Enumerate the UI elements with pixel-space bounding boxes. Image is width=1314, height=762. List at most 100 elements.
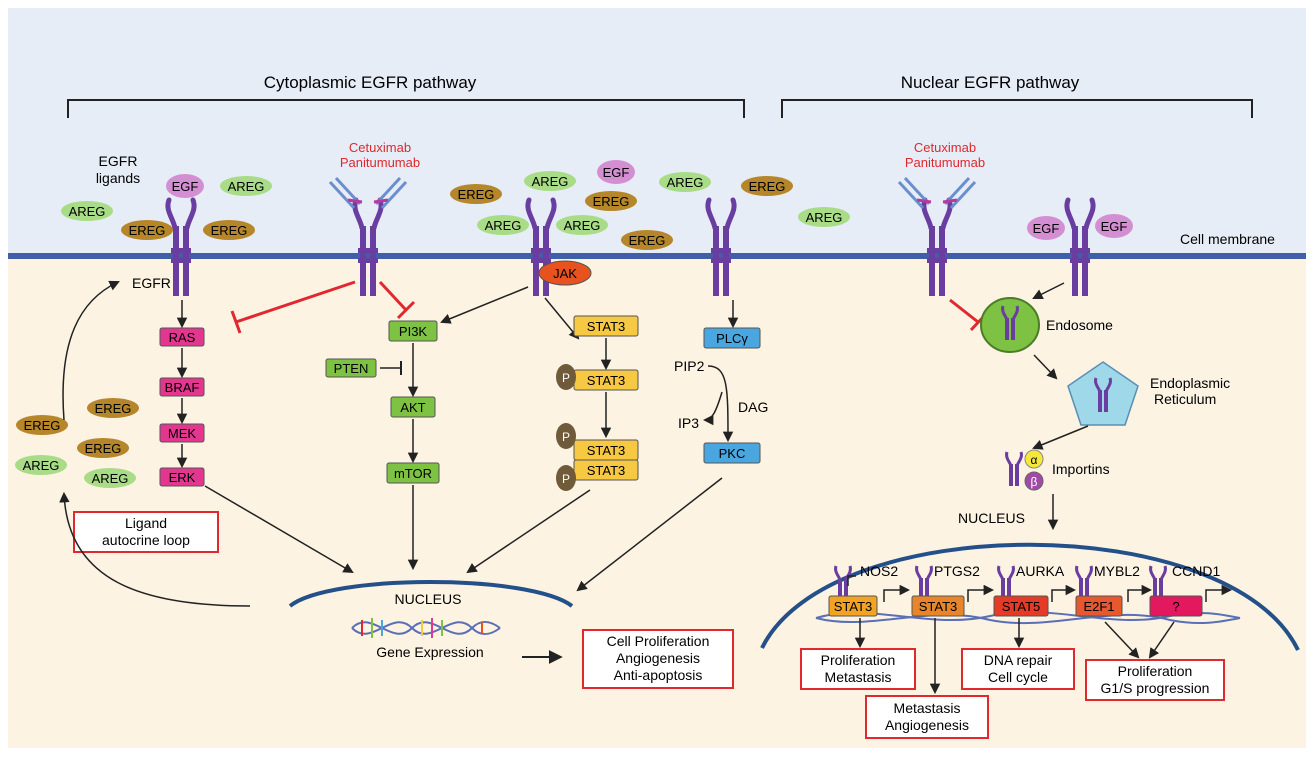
loop-arrow	[59, 491, 251, 607]
ip3-label: IP3	[678, 415, 699, 431]
ligand-egf: EGF	[1027, 216, 1065, 240]
nucleus-membrane-right	[760, 542, 1300, 651]
node-stat3: STAT3	[828, 595, 878, 617]
gene-expression-label: Gene Expression	[376, 644, 483, 660]
inhibition-bar	[230, 310, 242, 334]
arrow	[1032, 425, 1089, 450]
er-label-2: Reticulum	[1154, 391, 1216, 407]
svg-text:β: β	[1031, 475, 1038, 489]
ligand-egf: EGF	[597, 160, 635, 184]
node-stat5: STAT5	[993, 595, 1049, 617]
svg-text:Angiogenesis: Angiogenesis	[885, 717, 969, 733]
svg-text:EREG: EREG	[24, 418, 61, 433]
node-mtor: mTOR	[386, 462, 440, 484]
outcome-ligand-loop: Ligand autocrine loop	[73, 511, 219, 553]
svg-text:BRAF: BRAF	[165, 380, 200, 395]
ligand-ereg: EREG	[121, 220, 173, 240]
ligand-ereg: EREG	[203, 220, 255, 240]
svg-text:mTOR: mTOR	[394, 466, 432, 481]
ligand-areg: AREG	[220, 176, 272, 196]
inhibition-line	[949, 298, 979, 324]
gene-arrow	[883, 584, 911, 602]
arrow	[1104, 621, 1140, 659]
svg-text:P: P	[562, 430, 570, 444]
svg-text:P: P	[562, 371, 570, 385]
svg-text:Proliferation: Proliferation	[821, 652, 896, 668]
ligand-areg: AREG	[659, 172, 711, 192]
arrow	[1032, 282, 1065, 299]
arrow	[440, 286, 529, 324]
node-e2f1: E2F1	[1075, 595, 1123, 617]
gene-mybl2: MYBL2	[1094, 563, 1140, 579]
svg-text:α: α	[1031, 453, 1038, 467]
arrow	[544, 297, 580, 340]
ligand-areg: AREG	[477, 215, 529, 235]
drug-label: Cetuximab	[914, 140, 976, 155]
svg-text:EREG: EREG	[85, 441, 122, 456]
gene-ccnd1: CCND1	[1172, 563, 1220, 579]
endosome-label: Endosome	[1046, 317, 1113, 333]
arrow	[1033, 354, 1058, 380]
svg-text:AKT: AKT	[400, 400, 425, 415]
gene-ptgs2: PTGS2	[934, 563, 980, 579]
svg-text:MEK: MEK	[168, 426, 197, 441]
svg-text:?: ?	[1172, 599, 1179, 614]
svg-text:EREG: EREG	[95, 401, 132, 416]
svg-text:AREG: AREG	[228, 179, 265, 194]
svg-text:PLCγ: PLCγ	[716, 331, 748, 346]
svg-text:AREG: AREG	[23, 458, 60, 473]
egfr-ligands-label-1: EGFR	[99, 153, 138, 169]
gene-nos2: NOS2	[860, 563, 898, 579]
ligand-ereg: EREG	[87, 398, 139, 418]
ligand-ereg: EREG	[741, 176, 793, 196]
svg-text:ERK: ERK	[169, 470, 196, 485]
outcome-g1s: Proliferation G1/S progression	[1085, 659, 1225, 701]
svg-text:EREG: EREG	[211, 223, 248, 238]
inhibition-line	[235, 280, 356, 324]
drug-label: Panitumumab	[905, 155, 985, 170]
nucleus-membrane-left	[288, 580, 574, 608]
node-stat3: STAT3	[911, 595, 965, 617]
nucleus-label-left: NUCLEUS	[395, 591, 462, 607]
svg-text:Metastasis: Metastasis	[894, 700, 961, 716]
node-unknown: ?	[1149, 595, 1203, 617]
svg-text:PTEN: PTEN	[334, 361, 369, 376]
phospho-icon: P	[556, 423, 576, 449]
svg-text:Metastasis: Metastasis	[825, 669, 892, 685]
drug-label: Cetuximab	[349, 140, 411, 155]
svg-text:JAK: JAK	[553, 266, 577, 281]
node-akt: AKT	[390, 396, 436, 418]
ligand-ereg: EREG	[450, 184, 502, 204]
svg-text:EREG: EREG	[629, 233, 666, 248]
svg-text:AREG: AREG	[532, 174, 569, 189]
svg-text:AREG: AREG	[92, 471, 129, 486]
svg-text:Cell Proliferation: Cell Proliferation	[607, 633, 710, 649]
node-erk: ERK	[159, 467, 205, 487]
ligand-egf: EGF	[166, 174, 204, 198]
svg-text:Anti-apoptosis: Anti-apoptosis	[614, 667, 703, 683]
svg-text:STAT3: STAT3	[834, 599, 873, 614]
nuclear-header: Nuclear EGFR pathway	[901, 73, 1080, 92]
svg-text:AREG: AREG	[564, 218, 601, 233]
ligand-areg: AREG	[556, 215, 608, 235]
gene-arrow	[1205, 584, 1233, 602]
ligand-ereg: EREG	[621, 230, 673, 250]
svg-text:PI3K: PI3K	[399, 324, 428, 339]
svg-text:EREG: EREG	[458, 187, 495, 202]
svg-text:EGF: EGF	[603, 165, 630, 180]
svg-text:P: P	[562, 472, 570, 486]
dag-label: DAG	[738, 399, 768, 415]
svg-text:AREG: AREG	[485, 218, 522, 233]
ligand-egf: EGF	[1095, 214, 1133, 238]
svg-text:AREG: AREG	[667, 175, 704, 190]
pip2-label: PIP2	[674, 358, 705, 374]
cytoplasmic-bracket	[67, 99, 745, 118]
node-ras: RAS	[159, 327, 205, 347]
svg-text:STAT3: STAT3	[587, 443, 626, 458]
arrow	[702, 391, 723, 426]
node-stat3: STAT3	[573, 459, 639, 481]
svg-text:AREG: AREG	[806, 210, 843, 225]
svg-text:Cell cycle: Cell cycle	[988, 669, 1048, 685]
